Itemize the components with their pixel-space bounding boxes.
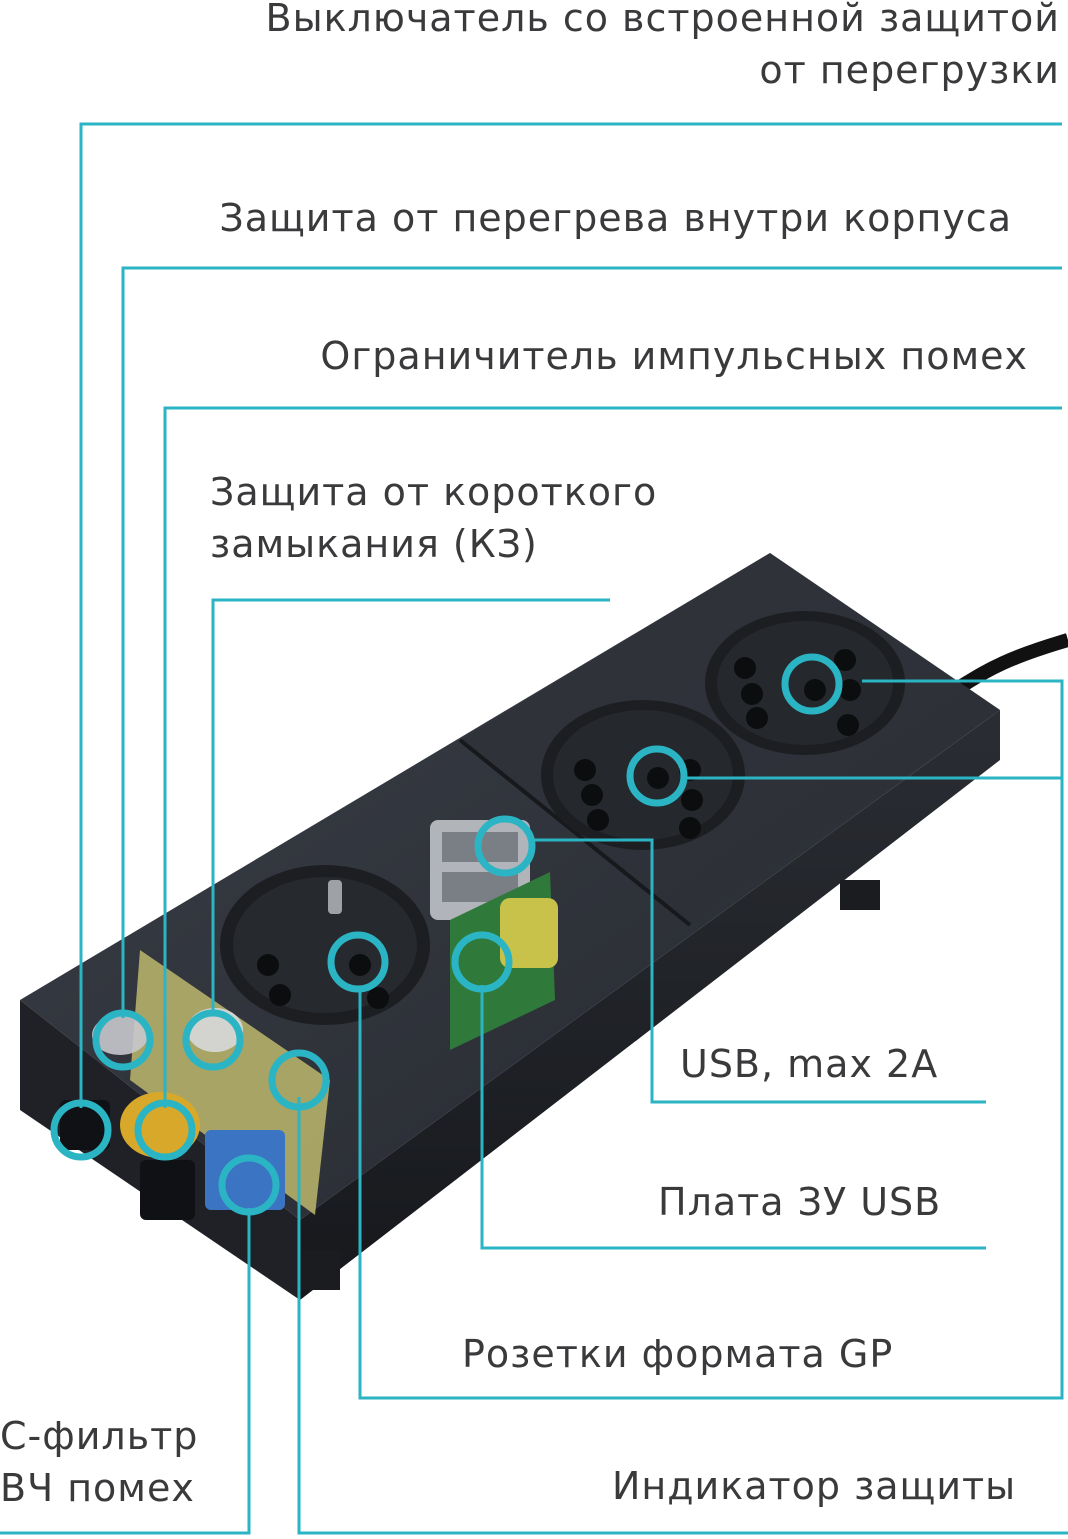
callout-line-usb	[532, 838, 986, 1104]
label-short-circuit-line2: замыкания (КЗ)	[210, 522, 538, 566]
label-overheat: Защита от перегрева внутри корпуса	[219, 196, 1012, 240]
callout-line-surge-limiter	[163, 406, 1062, 1108]
label-protection-indicator: Индикатор защиты	[612, 1464, 1017, 1508]
label-usb: USB, max 2A	[680, 1042, 939, 1086]
callout-line-gp-sockets	[358, 776, 1064, 1400]
callout-line-overload-switch	[79, 122, 1062, 1108]
label-usb-board: Плата ЗУ USB	[658, 1180, 942, 1224]
callout-circle-protection-indicator	[268, 1049, 330, 1111]
callout-line-overheat	[121, 266, 1062, 1018]
label-surge-limiter: Ограничитель импульсных помех	[320, 334, 1028, 378]
label-short-circuit-line1: Защита от короткого	[210, 470, 658, 514]
callout-line-c-filter	[0, 1208, 251, 1535]
callout-circle-c-filter	[218, 1154, 280, 1216]
callout-line-protection-indicator	[297, 1097, 1068, 1535]
callout-line-usb-board	[480, 985, 986, 1250]
callout-circle-short-circuit	[182, 1009, 244, 1071]
schuko-socket	[220, 865, 430, 1025]
label-overload-switch-line1: Выключатель со встроенной защитой	[265, 0, 1060, 40]
label-overload-switch: Выключатель со встроенной защитой от пер…	[266, 0, 1060, 96]
callout-circle-overheat	[92, 1009, 154, 1071]
gp-socket-right	[705, 611, 905, 755]
gp-socket-middle	[541, 700, 745, 850]
callout-circle-usb	[474, 815, 536, 877]
usb-charger-board	[450, 872, 558, 1050]
label-c-filter-line1: С-фильтр	[0, 1414, 199, 1458]
label-short-circuit: Защита от короткого замыкания (КЗ)	[210, 466, 657, 570]
callout-circle-overload-switch	[50, 1099, 112, 1161]
callout-circle-schuko	[327, 931, 389, 993]
callout-circle-gp-right	[781, 653, 843, 715]
callout-line-gp-sockets-upper	[862, 679, 1064, 778]
callout-line-short-circuit	[211, 598, 610, 1015]
callout-circle-usb-board	[451, 931, 513, 993]
label-overload-switch-line2: от перегрузки	[759, 48, 1060, 92]
callout-circle-surge-limiter	[134, 1099, 196, 1161]
label-c-filter: С-фильтр ВЧ помех	[0, 1410, 198, 1514]
power-cable	[951, 633, 1068, 697]
callout-circle-gp-middle	[626, 745, 688, 807]
label-gp-sockets: Розетки формата GP	[462, 1332, 894, 1376]
label-c-filter-line2: ВЧ помех	[0, 1466, 195, 1510]
